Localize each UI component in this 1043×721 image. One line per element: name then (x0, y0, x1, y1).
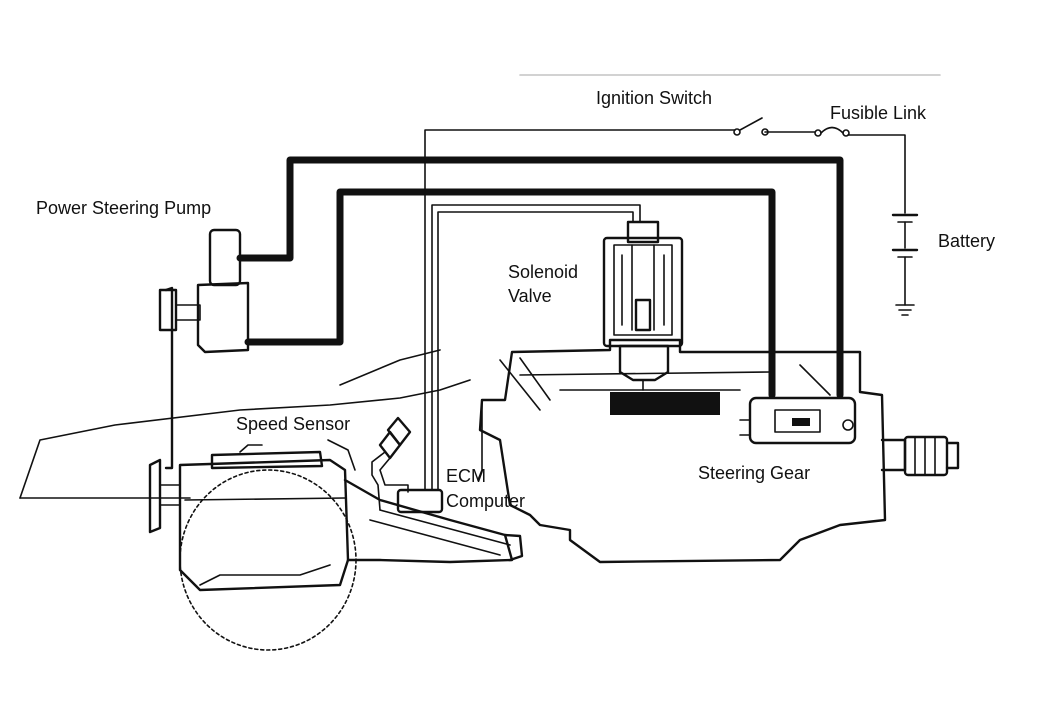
steering-shaft (880, 435, 960, 477)
leader-lines (327, 399, 483, 481)
solenoid-valve (602, 220, 684, 391)
ecm-label-line1: ECM (446, 466, 486, 486)
ecm-label-line2: Computer (446, 491, 526, 511)
steering-gear-label: Steering Gear (698, 463, 811, 483)
transmission (343, 478, 524, 564)
return-hose (244, 188, 776, 399)
ecm-computer-box (396, 488, 444, 514)
wheel (179, 469, 357, 651)
ignition-switch (733, 117, 769, 136)
ignition-wiring (424, 129, 906, 491)
speed-sensor (371, 416, 412, 511)
engine-block (178, 444, 350, 592)
fusible-link-label: Fusible Link (830, 103, 927, 123)
steering-gear-housing (478, 338, 887, 564)
solenoid-valve-label-line1: Solenoid (508, 262, 579, 282)
power-steering-pump-label: Power Steering Pump (36, 198, 212, 218)
solenoid-valve-label-line2: Valve (508, 286, 552, 306)
solenoid-wiring (431, 204, 641, 491)
fusible-link (814, 126, 850, 137)
battery-label: Battery (938, 231, 996, 251)
steering-gear-valve-body (739, 396, 857, 445)
ignition-switch-label: Ignition Switch (596, 88, 713, 108)
pressure-hose (236, 156, 844, 399)
vehicle-body-outline (19, 349, 471, 499)
battery-symbol (891, 213, 919, 316)
speed-sensor-label: Speed Sensor (236, 414, 351, 434)
